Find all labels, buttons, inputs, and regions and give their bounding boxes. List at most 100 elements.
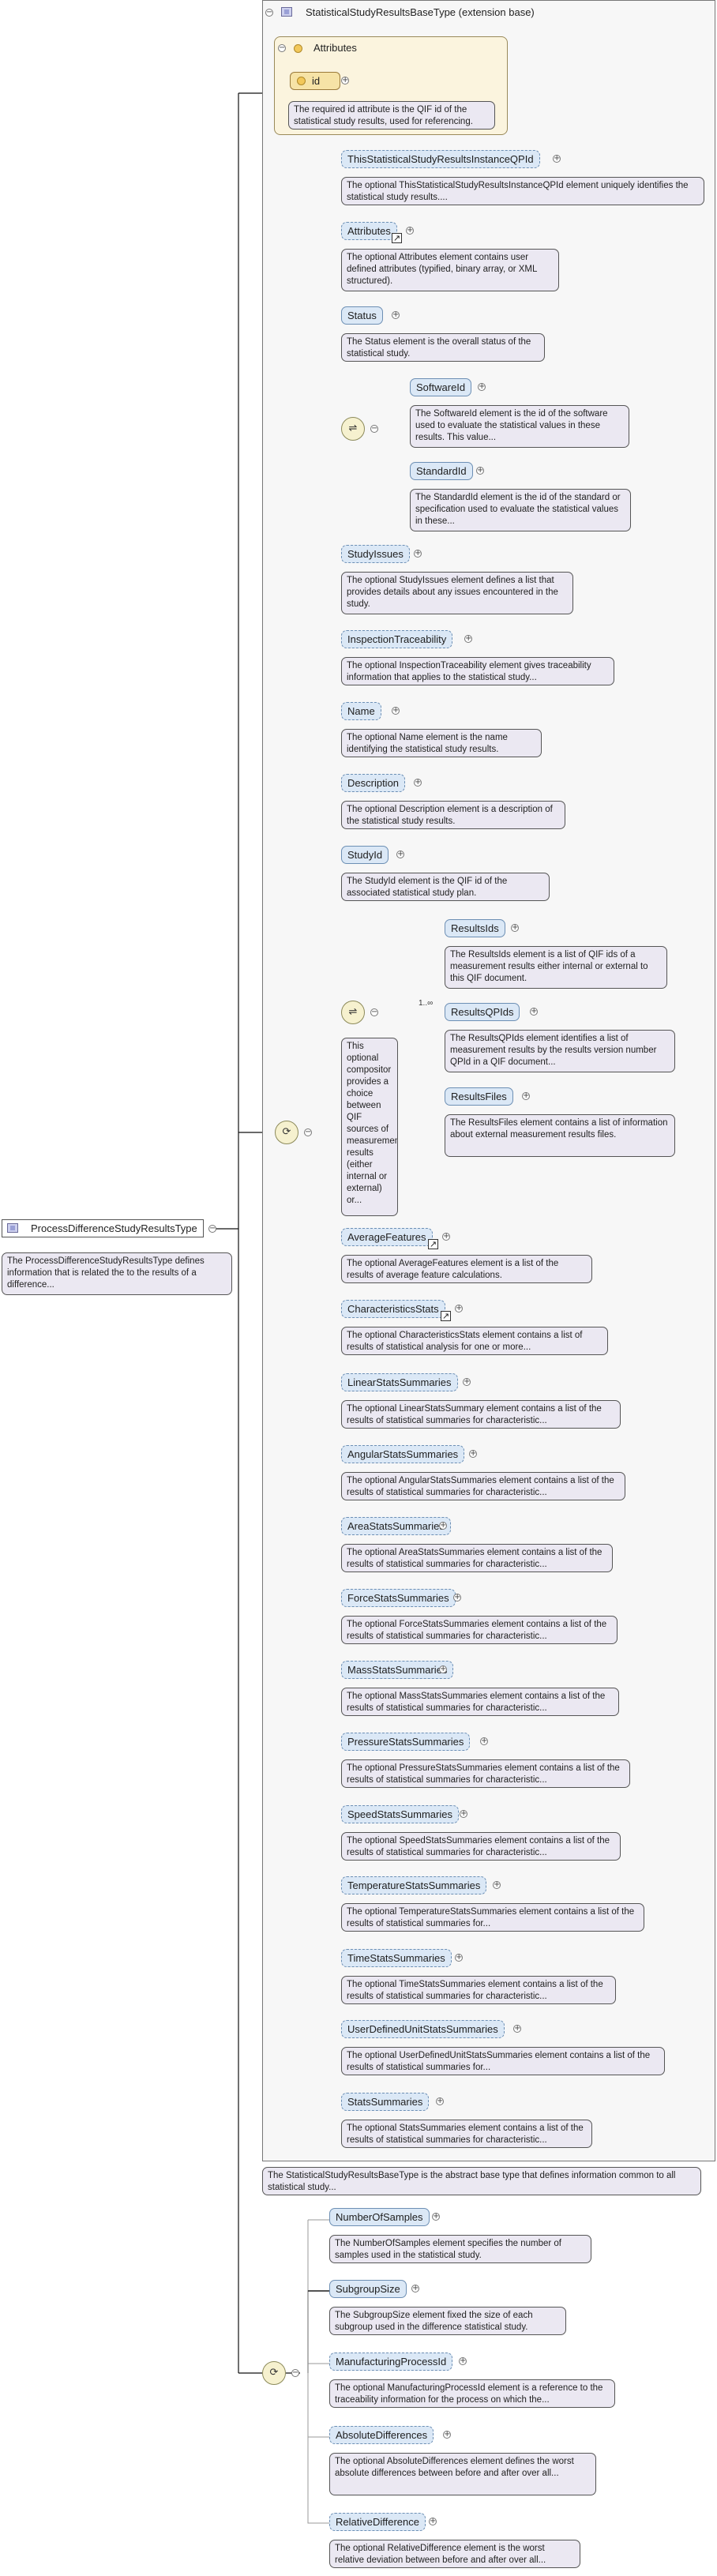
element-status-description: The Status element is the overall status… (341, 333, 545, 362)
expand-icon[interactable]: + (414, 549, 422, 558)
element-results-files[interactable]: ResultsFiles (445, 1087, 513, 1106)
expand-icon[interactable]: + (439, 1521, 447, 1530)
element-manufacturing-process-id[interactable]: ManufacturingProcessId (329, 2353, 453, 2371)
sequence-compositor-icon: ⟳ (275, 1121, 298, 1144)
expand-icon[interactable]: + (460, 1809, 467, 1818)
extension-base-description: The StatisticalStudyResultsBaseType is t… (262, 2167, 701, 2195)
element-standard-id-description: The StandardId element is the id of the … (410, 489, 631, 531)
expand-icon[interactable]: + (392, 310, 400, 319)
expand-icon[interactable]: + (522, 1091, 530, 1100)
collapse-icon[interactable]: − (370, 424, 378, 433)
element-time-stats-summaries-description: The optional TimeStatsSummaries element … (341, 1976, 616, 2004)
choice-compositor-icon: ⇌ (341, 417, 365, 441)
element-average-features[interactable]: AverageFeatures (341, 1228, 433, 1246)
element-status[interactable]: Status (341, 306, 383, 325)
element-absolute-differences[interactable]: AbsoluteDifferences (329, 2426, 434, 2444)
element-linear-stats-summaries-description: The optional LinearStatsSummary element … (341, 1400, 621, 1429)
attribute-group-icon (294, 44, 302, 53)
expand-icon[interactable]: + (439, 1665, 447, 1673)
expand-icon[interactable]: + (406, 226, 414, 235)
element-area-stats-summaries-description: The optional AreaStatsSummaries element … (341, 1544, 613, 1572)
element-subgroup-size[interactable]: SubgroupSize (329, 2280, 407, 2298)
element-angular-stats-summaries[interactable]: AngularStatsSummaries (341, 1445, 465, 1463)
element-characteristics-stats[interactable]: CharacteristicsStats (341, 1300, 445, 1318)
root-type-label: ProcessDifferenceStudyResultsType (31, 1222, 197, 1234)
collapse-icon[interactable]: − (370, 1008, 378, 1016)
complex-type-icon (281, 7, 292, 17)
element-relative-difference-description: The optional RelativeDifference element … (329, 2540, 580, 2568)
element-study-id-description: The StudyId element is the QIF id of the… (341, 873, 550, 901)
expand-icon[interactable]: + (436, 2097, 444, 2105)
element-inspection-traceability-description: The optional InspectionTraceability elem… (341, 657, 614, 685)
element-this-statistical-study-results-instance-qpid[interactable]: ThisStatisticalStudyResultsInstanceQPId (341, 150, 540, 168)
expand-icon[interactable]: + (469, 1449, 477, 1458)
collapse-icon[interactable]: − (304, 1128, 312, 1136)
element-time-stats-summaries[interactable]: TimeStatsSummaries (341, 1949, 452, 1967)
element-stats-summaries[interactable]: StatsSummaries (341, 2093, 430, 2111)
expand-icon[interactable]: + (411, 2284, 419, 2292)
expand-icon[interactable]: + (476, 466, 484, 475)
expand-icon[interactable]: + (442, 1232, 450, 1241)
element-inspection-traceability[interactable]: InspectionTraceability (341, 630, 453, 648)
expand-icon[interactable]: + (464, 634, 472, 643)
element-attributes[interactable]: Attributes (341, 222, 397, 240)
element-stats-summaries-description: The optional StatsSummaries element cont… (341, 2120, 592, 2148)
element-number-of-samples[interactable]: NumberOfSamples (329, 2208, 430, 2226)
collapse-icon[interactable]: − (291, 2368, 299, 2377)
expand-icon[interactable]: + (414, 778, 422, 787)
expand-icon[interactable]: + (392, 706, 400, 715)
element-standard-id[interactable]: StandardId (410, 462, 473, 480)
element-pressure-stats-summaries[interactable]: PressureStatsSummaries (341, 1733, 471, 1751)
element-results-files-description: The ResultsFiles element contains a list… (445, 1114, 675, 1157)
element-mass-stats-summaries[interactable]: MassStatsSummaries (341, 1661, 454, 1679)
element-force-stats-summaries[interactable]: ForceStatsSummaries (341, 1589, 456, 1607)
element-temperature-stats-summaries[interactable]: TemperatureStatsSummaries (341, 1876, 487, 1894)
expand-icon[interactable]: + (478, 382, 486, 391)
expand-icon[interactable]: + (455, 1953, 463, 1962)
element-absolute-differences-description: The optional AbsoluteDifferences element… (329, 2453, 596, 2495)
expand-icon[interactable]: + (432, 2212, 440, 2221)
expand-icon[interactable]: + (455, 1304, 463, 1312)
element-results-ids[interactable]: ResultsIds (445, 919, 505, 937)
expand-icon[interactable]: + (429, 2517, 437, 2525)
collapse-icon[interactable]: − (208, 1224, 216, 1233)
collapse-icon[interactable]: − (265, 8, 273, 17)
key-icon (297, 77, 306, 85)
element-software-id[interactable]: SoftwareId (410, 378, 472, 396)
expand-icon[interactable]: + (443, 2430, 451, 2439)
element-relative-difference[interactable]: RelativeDifference (329, 2513, 426, 2531)
element-force-stats-summaries-description: The optional ForceStatsSummaries element… (341, 1616, 618, 1644)
element-speed-stats-summaries[interactable]: SpeedStatsSummaries (341, 1805, 459, 1823)
choice-compositor-description: This optional compositor provides a choi… (341, 1038, 398, 1216)
attribute-id[interactable]: id (290, 72, 340, 90)
expand-icon[interactable]: + (459, 2356, 467, 2365)
expand-icon[interactable]: + (553, 154, 561, 163)
expand-icon[interactable]: + (493, 1880, 501, 1889)
element-linear-stats-summaries[interactable]: LinearStatsSummaries (341, 1373, 458, 1391)
expand-icon[interactable]: + (463, 1377, 471, 1386)
element-description[interactable]: Description (341, 774, 406, 792)
reference-link-icon: ↗ (441, 1311, 451, 1321)
attributes-title: Attributes (313, 42, 357, 54)
element-study-issues[interactable]: StudyIssues (341, 545, 410, 563)
element-area-stats-summaries[interactable]: AreaStatsSummaries (341, 1517, 451, 1535)
element-pressure-stats-summaries-description: The optional PressureStatsSummaries elem… (341, 1759, 630, 1788)
expand-icon[interactable]: + (480, 1737, 488, 1745)
element-user-defined-unit-stats-summaries[interactable]: UserDefinedUnitStatsSummaries (341, 2020, 505, 2038)
element-name[interactable]: Name (341, 702, 381, 720)
root-type-box[interactable]: ProcessDifferenceStudyResultsType (2, 1219, 204, 1237)
expand-icon[interactable]: + (453, 1593, 461, 1602)
element-characteristics-stats-description: The optional CharacteristicsStats elemen… (341, 1327, 608, 1355)
expand-icon[interactable]: + (341, 76, 349, 84)
expand-icon[interactable]: + (511, 923, 519, 932)
element-results-qpids-description: The ResultsQPIds element identifies a li… (445, 1030, 675, 1072)
expand-icon[interactable]: + (530, 1007, 538, 1016)
element-software-id-description: The SoftwareId element is the id of the … (410, 405, 629, 448)
element-study-id[interactable]: StudyId (341, 846, 389, 864)
element-results-qpids[interactable]: ResultsQPIds (445, 1003, 520, 1021)
collapse-icon[interactable]: − (278, 43, 286, 52)
expand-icon[interactable]: + (513, 2024, 521, 2033)
expand-icon[interactable]: + (396, 850, 404, 858)
element-this-statistical-study-results-instance-qpid-description: The optional ThisStatisticalStudyResults… (341, 177, 704, 205)
root-type-description: The ProcessDifferenceStudyResultsType de… (2, 1252, 232, 1295)
